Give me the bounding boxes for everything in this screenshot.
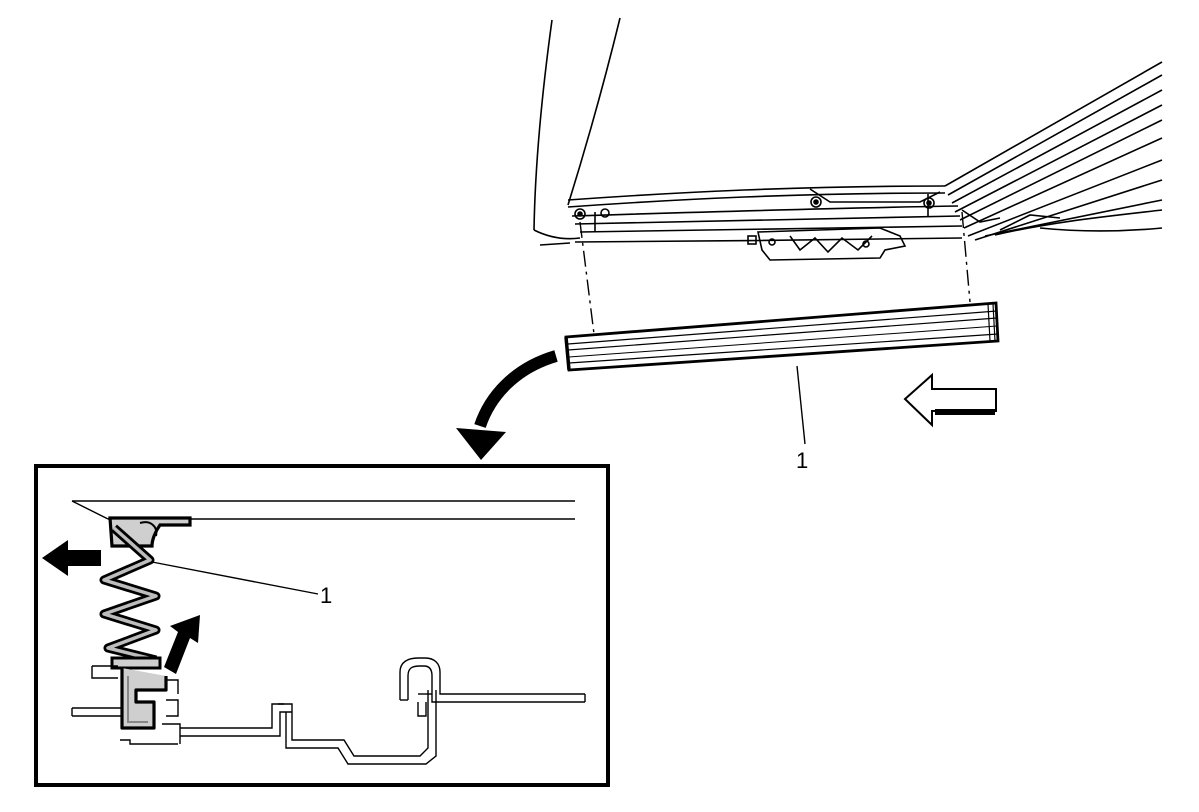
fastener <box>810 196 822 208</box>
callout-leader-main <box>796 365 806 445</box>
pillar-outer-edge <box>533 19 553 231</box>
roof-panel <box>944 61 1163 241</box>
callout-leader-inset <box>151 561 319 595</box>
alignment-guide-left <box>579 221 595 335</box>
inset-frame <box>34 464 610 787</box>
solid-arrow-up-right-icon <box>164 615 200 674</box>
alignment-guide-right <box>961 211 971 303</box>
fastener <box>574 208 586 220</box>
latch-hook <box>399 657 586 717</box>
roof-rail-top <box>567 185 946 201</box>
solid-arrow-left-icon <box>42 540 101 576</box>
detail-inset: 1 <box>34 464 610 787</box>
fastener <box>600 208 610 218</box>
alignment-guides <box>579 211 971 335</box>
latch-bracket <box>747 227 907 261</box>
fastener <box>923 197 935 209</box>
callout-number-main: 1 <box>796 448 808 473</box>
vehicle-body <box>533 17 1163 261</box>
weatherstrip-section <box>99 516 192 730</box>
body-flange <box>71 665 437 765</box>
curved-arrow-icon <box>456 350 558 460</box>
callout-number-inset: 1 <box>320 583 332 608</box>
weatherstrip <box>564 301 1000 372</box>
pillar-inner-edge <box>567 17 621 206</box>
pillar-lower-curve <box>533 229 581 240</box>
roof-rail-lower <box>571 205 959 217</box>
hollow-arrow-icon <box>903 372 997 428</box>
